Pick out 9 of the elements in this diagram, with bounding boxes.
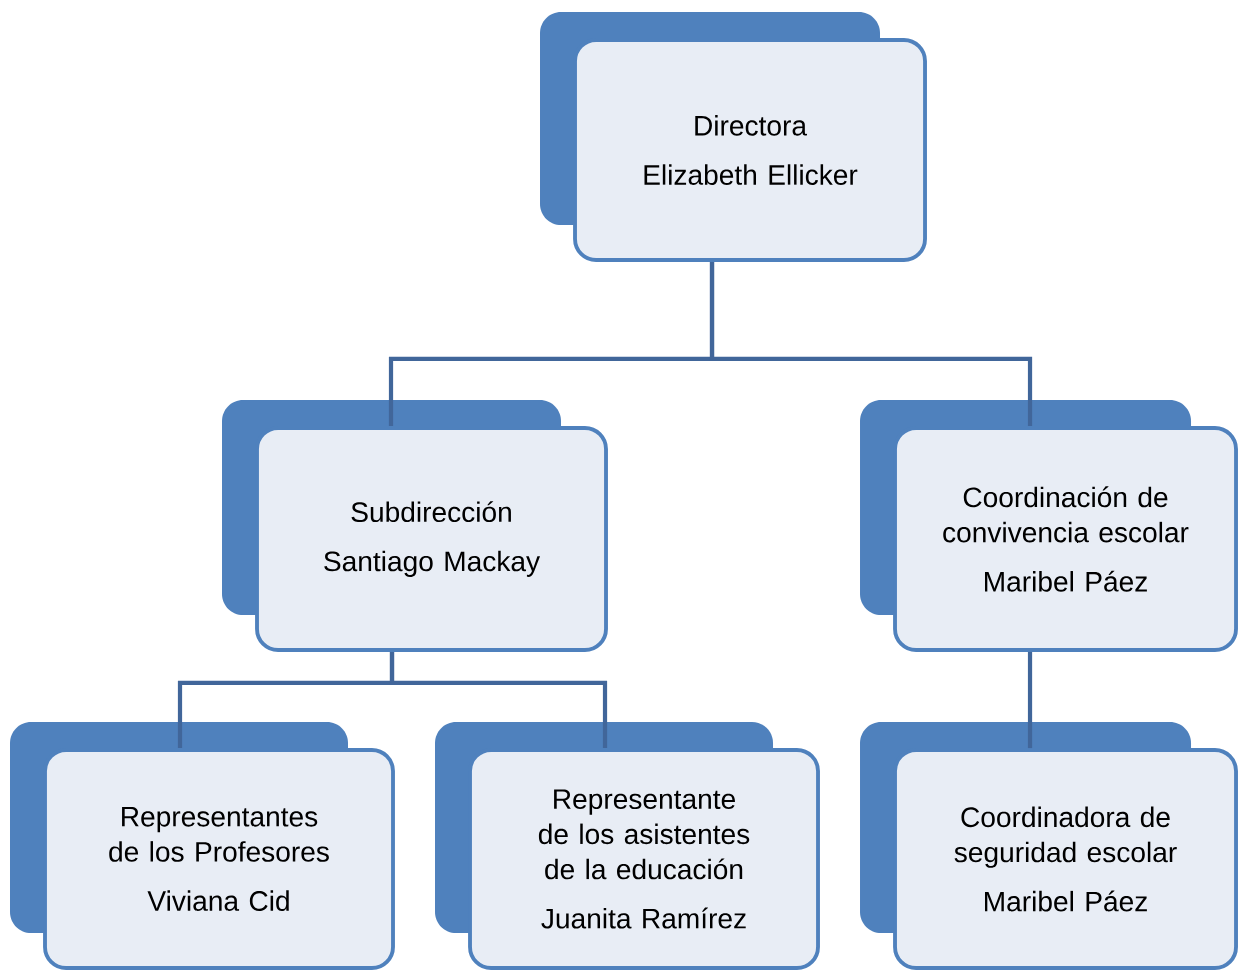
- connector-line: [709, 261, 1033, 427]
- connector-line: [389, 651, 608, 749]
- org-box: Representante de los asistentes de la educación Juanita Ramírez: [435, 722, 820, 970]
- org-box: Coordinación de convivencia escolar Maribel Páez: [860, 400, 1238, 652]
- connector-line: [1027, 651, 1033, 749]
- org-box: Representantes de los Profesores Viviana Cid: [10, 722, 395, 970]
- org-box: Directora Elizabeth Ellicker: [540, 12, 927, 262]
- org-box: Coordinadora de seguridad escolar Maribel Páez: [860, 722, 1238, 970]
- org-box: Subdirección Santiago Mackay: [222, 400, 608, 652]
